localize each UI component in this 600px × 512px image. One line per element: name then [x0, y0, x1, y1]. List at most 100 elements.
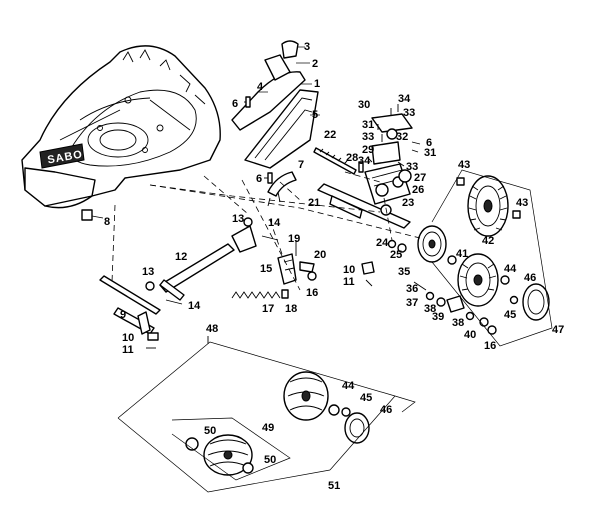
callout-p35: 35 — [398, 266, 410, 278]
callout-p18: 18 — [285, 303, 297, 315]
callout-p21: 21 — [308, 197, 320, 209]
callout-p16b: 16 — [484, 340, 496, 352]
part-12-height-lever — [159, 225, 257, 301]
part-27-gear — [398, 169, 412, 183]
callout-p10b: 10 — [343, 264, 355, 276]
part-44-washer-lower — [328, 404, 340, 416]
callout-p8: 8 — [104, 216, 110, 228]
callout-p50b: 50 — [264, 454, 276, 466]
callout-p28: 28 — [346, 152, 358, 164]
callout-p34b: 34 — [358, 155, 371, 167]
callout-p27: 27 — [414, 172, 426, 184]
assembly-guide-lines — [111, 171, 421, 291]
callout-p2: 2 — [312, 58, 318, 70]
part-38-spacer-b — [465, 311, 475, 321]
part-10-knob-upper — [361, 261, 375, 275]
part-25-washer — [397, 243, 407, 253]
part-21-drive-axle — [317, 183, 411, 229]
part-35-drive-gear — [417, 225, 447, 263]
part-39-bushing — [446, 295, 465, 313]
part-6-screw-upper — [244, 96, 251, 108]
part-42-rear-wheel-upper — [467, 175, 509, 237]
callout-p49: 49 — [262, 422, 274, 434]
callout-p12: 12 — [175, 251, 187, 263]
callout-p40: 40 — [464, 329, 476, 341]
part-31-screw-b — [411, 149, 419, 153]
callout-p45b: 45 — [360, 392, 372, 404]
part-10-knob-lower — [147, 332, 159, 341]
callout-p14a: 14 — [268, 217, 281, 229]
part-33-screw-c — [397, 161, 405, 167]
callout-p48: 48 — [206, 323, 218, 335]
callout-p29: 29 — [362, 144, 374, 156]
part-29-bracket — [371, 141, 401, 165]
part-45-spacer-lower — [341, 407, 351, 417]
callout-p43a: 43 — [458, 159, 470, 171]
part-36-pin — [413, 281, 427, 291]
part-6-screw-gearbox — [411, 141, 421, 145]
callout-p25: 25 — [390, 249, 402, 261]
callout-p39: 39 — [432, 311, 444, 323]
callout-p23: 23 — [402, 197, 414, 209]
part-50-bearing-right — [242, 462, 254, 474]
group-outline-51 — [117, 341, 416, 493]
callout-p38b: 38 — [452, 317, 464, 329]
part-43-nut-left — [456, 177, 465, 186]
callout-p10a: 10 — [122, 332, 134, 344]
part-18-bolt — [281, 289, 289, 299]
part-38-spacer-a — [436, 297, 446, 307]
callout-p7: 7 — [298, 159, 304, 171]
callout-p24: 24 — [376, 237, 389, 249]
callout-p47: 47 — [552, 324, 564, 336]
callout-p6b: 6 — [256, 173, 262, 185]
callout-p11a: 11 — [122, 344, 134, 356]
callout-p19: 19 — [288, 233, 300, 245]
callout-p41: 41 — [456, 248, 468, 260]
part-43-nut-right — [512, 210, 521, 219]
callout-p46a: 46 — [524, 272, 536, 284]
callout-p36: 36 — [406, 283, 418, 295]
callout-p3: 3 — [304, 41, 310, 53]
part-32-gear — [386, 128, 398, 140]
callout-p31a: 31 — [362, 119, 374, 131]
callout-p15: 15 — [260, 263, 272, 275]
part-44-washer-upper — [500, 275, 510, 285]
callout-p38a: 38 — [424, 303, 436, 315]
callout-p33b: 33 — [362, 131, 374, 143]
callout-p32: 32 — [396, 131, 408, 143]
callout-p5: 5 — [312, 109, 318, 121]
callout-p9: 9 — [120, 309, 126, 321]
callout-p45a: 45 — [504, 309, 516, 321]
part-30-cover-plate — [371, 113, 413, 133]
callout-p17: 17 — [262, 303, 274, 315]
callout-p46b: 46 — [380, 404, 392, 416]
part-49-front-wheel-large — [283, 371, 329, 421]
part-40-washer — [479, 317, 489, 327]
part-24-spacer — [387, 239, 397, 249]
callout-p13b: 13 — [142, 266, 154, 278]
part-45-spacer-upper — [509, 295, 519, 305]
part-28-bolt — [358, 161, 364, 173]
brand-plate: SABO — [39, 143, 85, 169]
callout-p6a: 6 — [232, 98, 238, 110]
part-42-rear-wheel-lower — [457, 253, 499, 307]
part-14-pin-lower — [165, 299, 183, 305]
part-16-nut-upper — [307, 271, 317, 281]
part-46-hubcap-upper — [522, 283, 550, 321]
callout-p30: 30 — [358, 99, 370, 111]
part-13-bushing-upper — [243, 217, 253, 227]
part-6-screw-lower — [264, 172, 273, 184]
mower-deck — [21, 45, 221, 209]
part-16-nut-lower — [487, 325, 497, 335]
part-11-screw-upper — [365, 279, 373, 287]
callout-p4: 4 — [257, 81, 264, 93]
callout-p33a: 33 — [403, 107, 415, 119]
callout-p22: 22 — [324, 129, 336, 141]
callout-p44a: 44 — [504, 263, 517, 275]
callout-p34a: 34 — [398, 93, 411, 105]
callout-p13a: 13 — [232, 213, 244, 225]
part-34-pin-b — [367, 157, 373, 163]
part-3-knob — [281, 40, 305, 59]
part-14-pin-upper — [261, 235, 279, 241]
callout-p20: 20 — [314, 249, 326, 261]
